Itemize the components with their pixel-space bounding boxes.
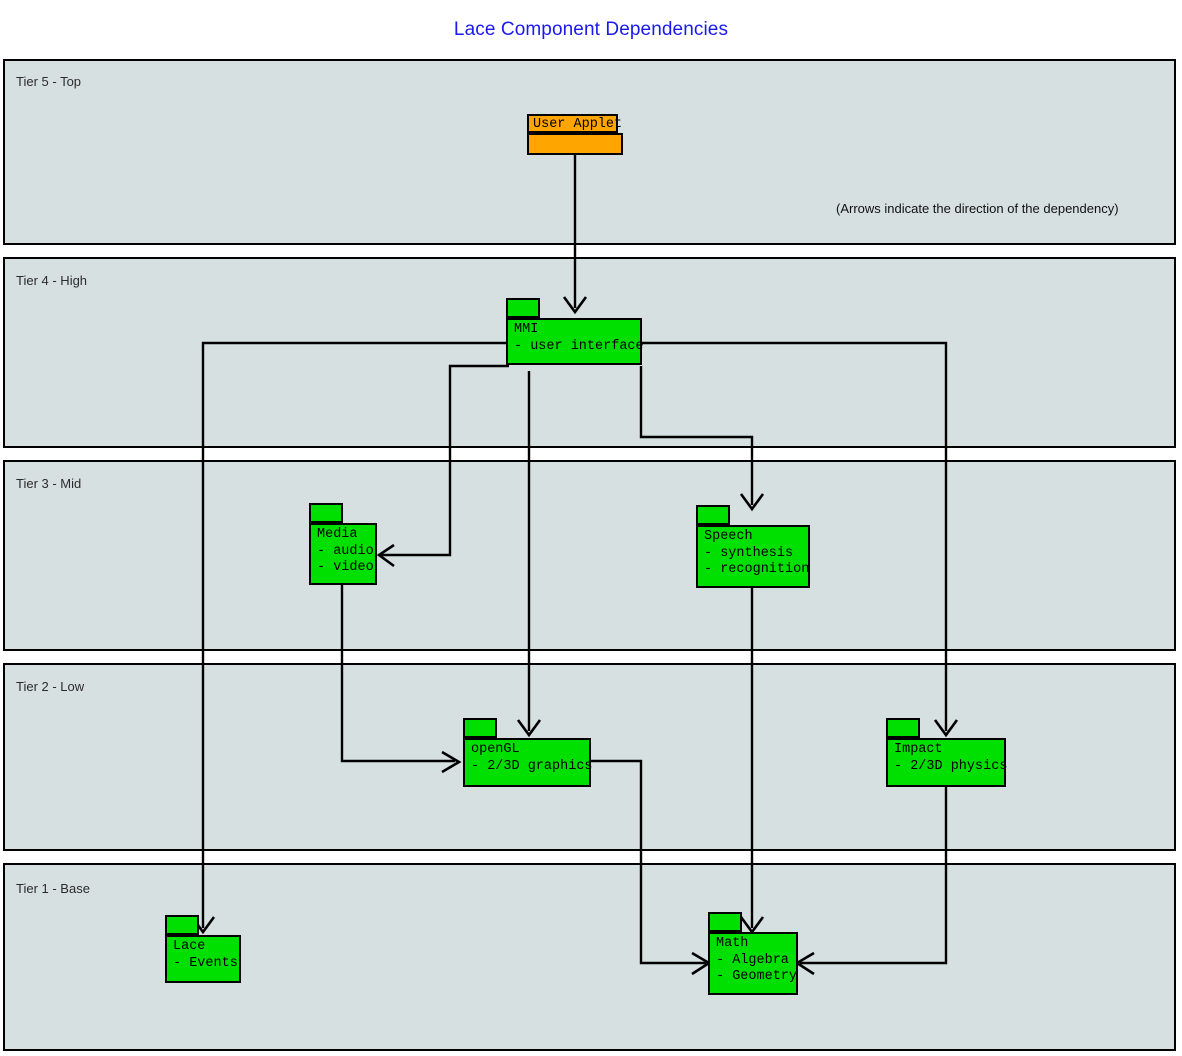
legend-note: (Arrows indicate the direction of the de… xyxy=(836,201,1119,216)
math-name: Math xyxy=(716,936,749,951)
arrowhead-opengl-from-mmi xyxy=(516,719,542,738)
edge-opengl-math xyxy=(591,759,706,965)
tier-label-5: Tier 5 - Top xyxy=(16,74,82,89)
arrowhead-media xyxy=(376,543,395,568)
impact-item-0: - 2/3D physics xyxy=(894,758,1008,774)
arrowhead-opengl-from-media xyxy=(441,750,462,774)
media-item-0: - audio xyxy=(317,543,374,559)
edge-mmi-speech xyxy=(639,366,754,505)
lace-name: Lace xyxy=(173,939,206,954)
speech-name: Speech xyxy=(704,529,753,544)
impact-body: Impact- 2/3D physics xyxy=(886,738,1008,787)
user-applet-label: User Applet xyxy=(527,114,622,133)
mmi-name: MMI xyxy=(514,322,539,337)
speech-item-0: - synthesis xyxy=(704,545,794,561)
opengl-item-0: - 2/3D graphics xyxy=(471,758,593,774)
media-item-1: - video xyxy=(317,560,374,575)
arrowhead-impact xyxy=(933,719,959,738)
edge-mmi-impact xyxy=(641,341,948,731)
speech-body: Speech- synthesis- recognition xyxy=(696,525,810,588)
math-item-1: - Geometry xyxy=(716,969,798,984)
math-body: Math- Algebra- Geometry xyxy=(708,932,798,995)
edge-mmi-media xyxy=(381,364,509,557)
media-name: Media xyxy=(317,527,358,542)
mmi-item-0: - user interface xyxy=(514,338,644,354)
speech-item-1: - recognition xyxy=(704,562,810,577)
tier-label-4: Tier 4 - High xyxy=(16,273,88,288)
media-body: Media- audio- video xyxy=(309,523,377,585)
opengl-body: openGL- 2/3D graphics xyxy=(463,738,593,787)
tier-label-3: Tier 3 - Mid xyxy=(16,476,82,491)
arrowhead-speech xyxy=(739,493,765,512)
speech-tab xyxy=(696,505,730,525)
math-tab xyxy=(708,912,742,932)
edge-mmi-lace xyxy=(201,341,509,928)
tier-label-1: Tier 1 - Base xyxy=(16,881,90,896)
mmi-body: MMI- user interface xyxy=(506,318,644,365)
user-applet-body xyxy=(527,133,623,155)
opengl-name: openGL xyxy=(471,742,520,757)
tier-label-2: Tier 2 - Low xyxy=(16,679,85,694)
opengl-tab xyxy=(463,718,497,738)
edge-media-opengl xyxy=(340,583,455,763)
mmi-tab xyxy=(506,298,540,318)
media-tab xyxy=(309,503,343,523)
lace-tab xyxy=(165,915,199,935)
lace-item-0: - Events xyxy=(173,955,238,971)
edge-impact-math xyxy=(800,787,948,965)
arrowhead-mmi xyxy=(562,296,588,315)
impact-name: Impact xyxy=(894,742,943,757)
impact-tab xyxy=(886,718,920,738)
math-item-0: - Algebra xyxy=(716,952,789,968)
page-title: Lace Component Dependencies xyxy=(453,19,729,40)
tier-band-3 xyxy=(3,460,1176,651)
lace-body: Lace- Events xyxy=(165,935,241,983)
